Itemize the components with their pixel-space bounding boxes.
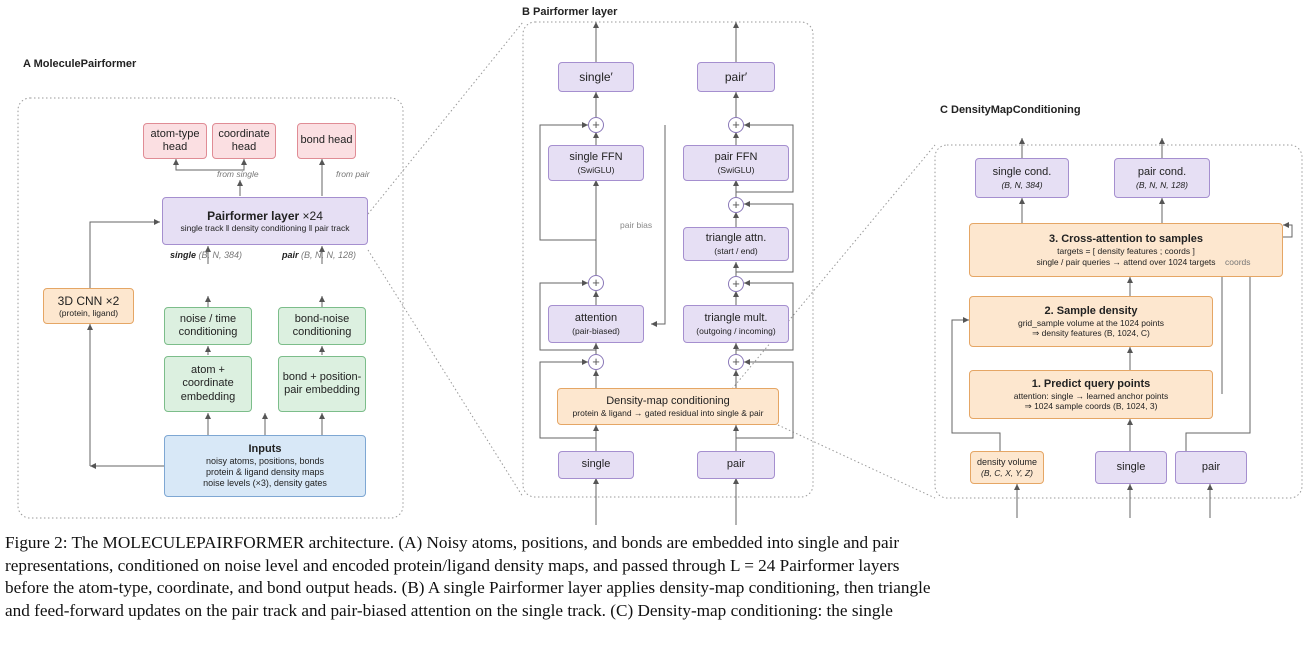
pairformer-title: Pairformer layer: [207, 208, 300, 223]
single-out: single′: [558, 62, 634, 92]
figure-caption: Figure 2: The MOLECULEPAIRFORMER archite…: [5, 532, 1303, 622]
inputs-block: Inputs noisy atoms, positions, bonds pro…: [164, 435, 366, 497]
atom-type-head: atom-type head: [143, 123, 207, 159]
residual-add-icon: +: [728, 354, 744, 370]
sample-density-block: 2. Sample density grid_sample volume at …: [969, 296, 1213, 347]
inputs-title: Inputs: [248, 443, 282, 456]
density-volume: density volume(B, C, X, Y, Z): [970, 451, 1044, 484]
residual-add-icon: +: [588, 354, 604, 370]
figure-lines: [17, 21, 1303, 525]
caption-line: and feed-forward updates on the pair tra…: [5, 600, 893, 620]
inputs-line: noise levels (×3), density gates: [203, 477, 327, 488]
noise-conditioning: noise / time conditioning: [164, 307, 252, 345]
inputs-line: protein & ligand density maps: [205, 467, 325, 478]
atom-embedding: atom + coordinate embedding: [164, 356, 252, 412]
pair-shape-label: pair (B, N, N, 128): [282, 250, 357, 260]
caption-line: Figure 2: The MOLECULEPAIRFORMER archite…: [5, 533, 900, 552]
bond-embedding: bond + position-pair embedding: [278, 356, 366, 412]
architecture-figure: A MoleculePairformer atom-type head coor…: [17, 6, 1303, 525]
single-shape-label: single (B, N, 384): [170, 250, 243, 260]
pair-bias-label: pair bias: [620, 220, 653, 230]
panel-c-title: C DensityMapConditioning: [940, 104, 1081, 116]
pair-ffn: pair FFN(SwiGLU): [683, 145, 789, 181]
attention-block: attention(pair-biased): [548, 305, 644, 343]
coords-label: coords: [1225, 257, 1251, 267]
bond-noise-conditioning: bond-noise conditioning: [278, 307, 366, 345]
single-cond: single cond.(B, N, 384): [975, 158, 1069, 198]
coordinate-head: coordinate head: [212, 123, 276, 159]
from-pair-label: from pair: [336, 169, 370, 179]
residual-add-icon: +: [588, 117, 604, 133]
single-ffn: single FFN(SwiGLU): [548, 145, 644, 181]
single-in: single: [558, 451, 634, 479]
pairformer-repeat: ×24: [302, 208, 323, 223]
inputs-line: noisy atoms, positions, bonds: [205, 456, 325, 467]
predict-points-block: 1. Predict query points attention: singl…: [969, 370, 1213, 419]
caption-line: before the atom-type, coordinate, and bo…: [5, 578, 931, 598]
pairformer-layer-block: Pairformer layer ×24 single track ‖ dens…: [162, 197, 368, 245]
residual-add-icon: +: [728, 197, 744, 213]
cross-attention-block: 3. Cross-attention to samples targets = …: [969, 223, 1283, 277]
cnn-title: 3D CNN ×2: [57, 293, 120, 308]
pair-cond: pair cond.(B, N, N, 128): [1114, 158, 1210, 198]
residual-add-icon: +: [728, 276, 744, 292]
pair-in: pair: [697, 451, 775, 479]
pair-in-c: pair: [1175, 451, 1247, 484]
triangle-attention: triangle attn.(start / end): [683, 227, 789, 261]
residual-add-icon: +: [588, 275, 604, 291]
cnn-block: 3D CNN ×2 (protein, ligand): [43, 288, 134, 324]
pair-out: pair′: [697, 62, 775, 92]
pairformer-sub: single track ‖ density conditioning ‖ pa…: [180, 223, 350, 234]
bond-head: bond head: [297, 123, 356, 159]
from-single-label: from single: [217, 169, 259, 179]
panel-b-title: B Pairformer layer: [522, 6, 618, 18]
triangle-mult: triangle mult.(outgoing / incoming): [683, 305, 789, 343]
panel-a-title: A MoleculePairformer: [23, 58, 137, 70]
residual-add-icon: +: [728, 117, 744, 133]
caption-line: representations, conditioned on noise le…: [5, 555, 900, 575]
cnn-sub: (protein, ligand): [58, 308, 119, 319]
single-in-c: single: [1095, 451, 1167, 484]
